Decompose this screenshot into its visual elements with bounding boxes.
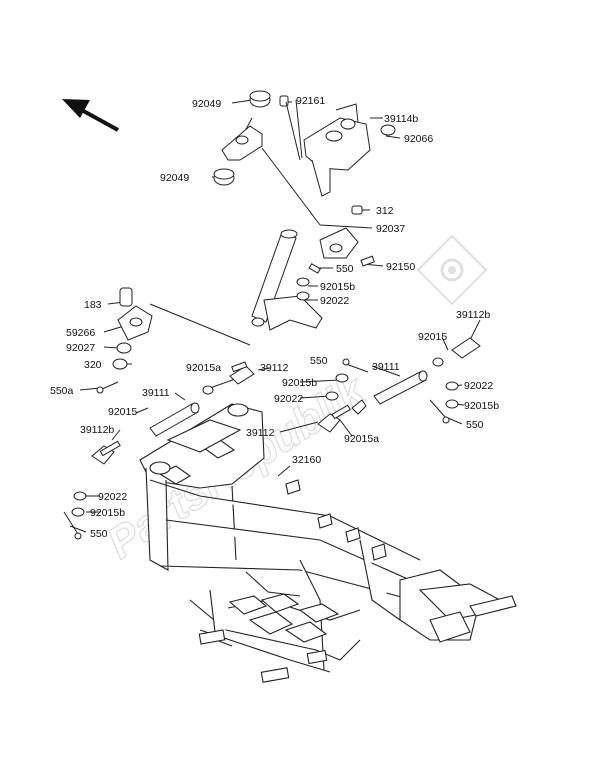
part-labels: 92049 92161 39114b 92066 92049 312 92037… [50,95,499,540]
part-label: 92037 [376,223,405,235]
part-label: 550 [310,355,328,367]
part-label: 92150 [386,261,415,273]
part-label: 550 [90,528,108,540]
part-label: 550 [336,263,354,275]
steering-shaft [251,229,323,331]
steering-shaft-holders [213,90,303,186]
part-label: 550a [50,385,74,397]
part-label: 32160 [292,454,321,466]
part-label: 39114b [384,113,418,125]
part-label: 92027 [66,342,95,354]
part-label: 92015a [344,433,379,445]
tie-rod-right-parts [317,337,481,433]
part-label: 92022 [464,380,493,392]
lower-left-parts [63,491,87,540]
lower-clamp [308,227,375,274]
part-label: 550 [466,419,484,431]
lower-bearing-assembly [96,287,153,394]
part-label: 39112b [80,424,114,436]
part-label: 183 [84,299,102,311]
part-label: 320 [84,359,102,371]
part-label: 39111 [142,387,170,399]
part-label: 39111 [372,361,400,373]
main-frame [139,403,517,683]
part-label: 92015 [418,331,447,343]
steering-bracket [303,103,396,215]
part-label: 92015b [90,507,125,519]
part-label: 92015b [282,377,317,389]
part-label: 312 [376,205,394,217]
part-label: 92015b [320,281,355,293]
front-direction-arrow [62,99,119,132]
tie-rod-left-parts [91,361,255,465]
gear-icon [416,234,488,306]
part-label: 92049 [192,98,221,110]
part-label: 92015a [186,362,221,374]
part-label: 92022 [98,491,127,503]
part-label: 92022 [274,393,303,405]
part-label: 39112b [456,309,490,321]
part-label: 39112 [246,427,275,439]
part-label: 59266 [66,327,95,339]
part-label: 92015 [108,406,137,418]
part-label: 92015b [464,400,499,412]
part-label: 92066 [404,133,433,145]
leader-lines [69,99,481,533]
part-label: 92022 [320,295,349,307]
part-label: 92161 [296,95,325,107]
part-label: 39112 [260,362,289,374]
part-label: 92049 [160,172,189,184]
